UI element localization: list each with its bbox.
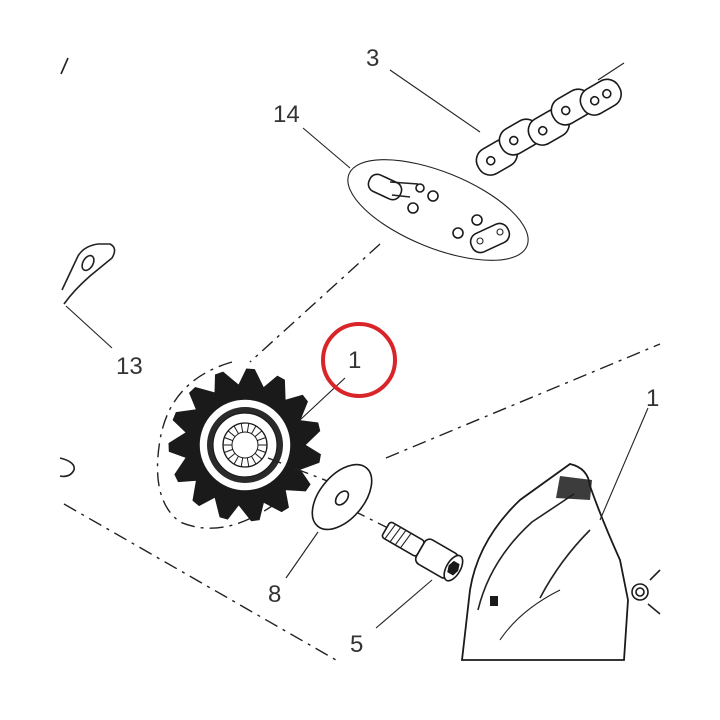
bolt: [381, 521, 464, 582]
bracket: [61, 243, 116, 349]
callout-bracket: 13: [116, 353, 143, 380]
sprocket-cover: [460, 407, 661, 661]
construction-line-1: [385, 343, 661, 459]
washer: [285, 463, 373, 579]
construction-line-2: [63, 503, 337, 661]
callout-link-kit: 14: [273, 101, 300, 128]
highlight-circle: [321, 322, 397, 398]
leader-sprocket: [299, 377, 346, 421]
fragment: [59, 457, 76, 478]
axis-line: [267, 457, 331, 483]
leader-bolt: [375, 579, 433, 629]
chain-link-kit: [302, 127, 529, 261]
callout-washer: 8: [268, 581, 281, 608]
drive-chain: [389, 62, 625, 176]
callout-sprocket: 1: [348, 347, 361, 374]
edge-mark: [60, 57, 69, 75]
front-sprocket: [168, 368, 321, 522]
callout-cover: 1: [646, 385, 659, 412]
axis-line-2: [351, 509, 401, 535]
callout-bolt: 5: [350, 631, 363, 658]
assembly-line: [249, 243, 381, 363]
callout-chain: 3: [366, 45, 379, 72]
